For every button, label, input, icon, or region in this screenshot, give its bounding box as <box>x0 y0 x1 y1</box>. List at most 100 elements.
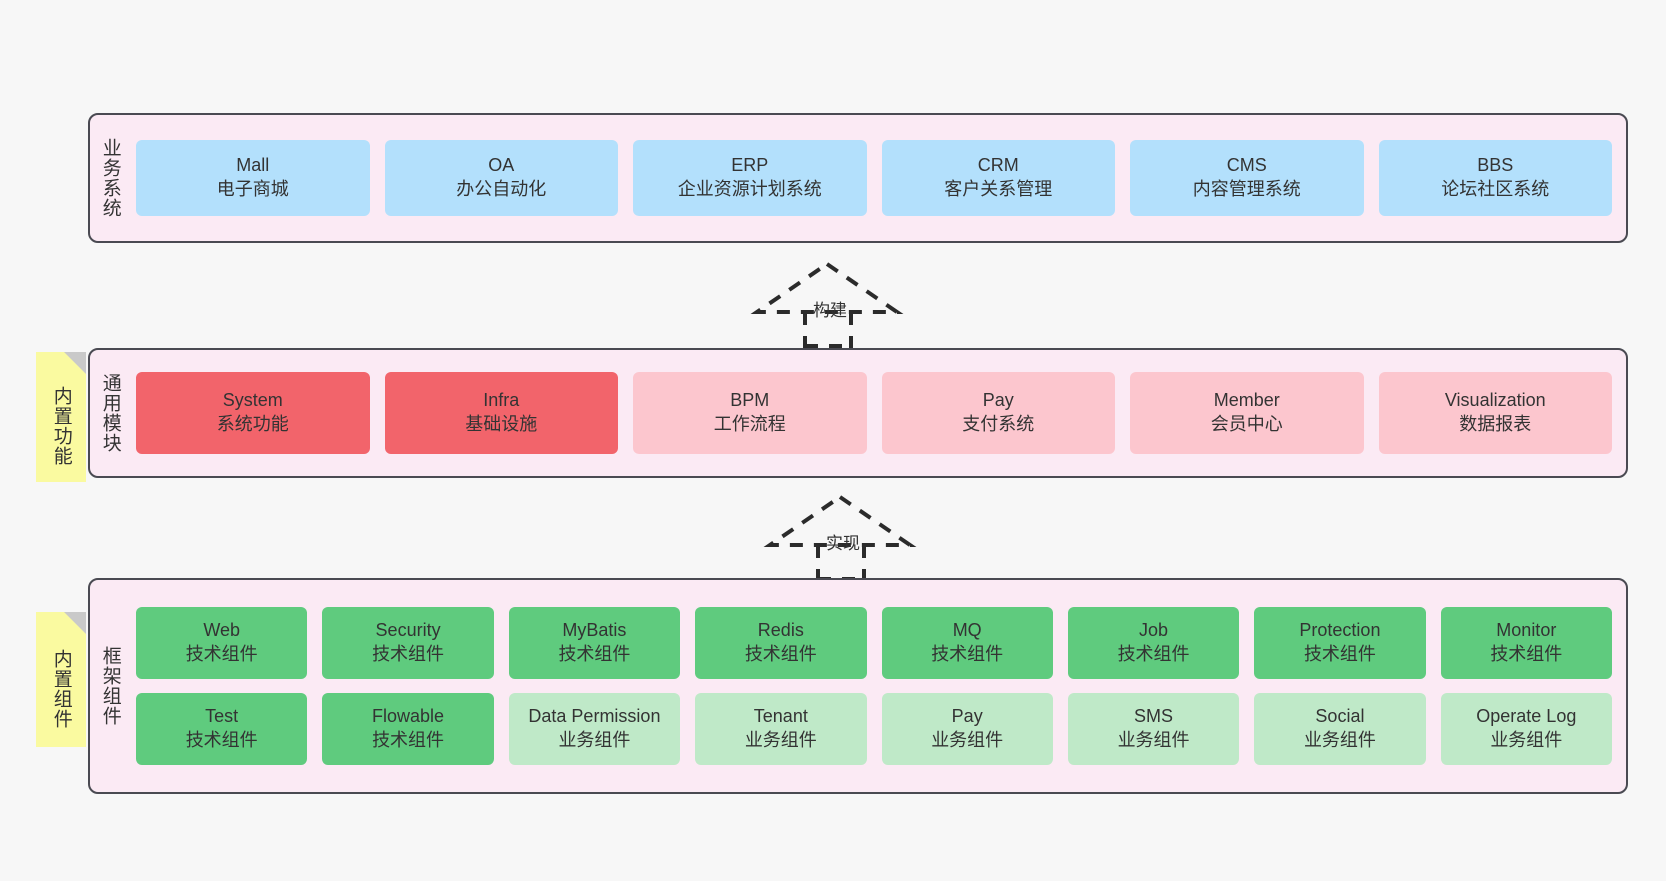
card-monitor[interactable]: Monitor 技术组件 <box>1440 607 1612 679</box>
layer-framework-components: 框架组件 Web 技术组件 Security 技术组件 MyBatis 技术组件… <box>88 578 1628 794</box>
layer-business-systems: 业务系统 Mall 电子商城 OA 办公自动化 ERP 企业资源计划系统 CRM… <box>88 113 1628 243</box>
card-crm[interactable]: CRM 客户关系管理 <box>881 140 1115 216</box>
card-title: MQ <box>952 620 982 641</box>
card-subtitle: 业务组件 <box>1117 730 1190 750</box>
framework-business-row: Test 技术组件 Flowable 技术组件 Data Permission … <box>136 693 1612 765</box>
card-title: BPM <box>730 390 770 411</box>
card-title: OA <box>488 155 515 176</box>
card-title: Visualization <box>1444 390 1546 411</box>
build-connector: 构建 <box>750 261 905 348</box>
card-data-permission[interactable]: Data Permission 业务组件 <box>508 693 681 765</box>
connector-label: 构建 <box>813 301 847 320</box>
card-mq[interactable]: MQ 技术组件 <box>881 607 1053 679</box>
card-visualization[interactable]: Visualization 数据报表 <box>1378 372 1612 454</box>
card-operate-log[interactable]: Operate Log 业务组件 <box>1440 693 1612 765</box>
layer-body-framework-components: Web 技术组件 Security 技术组件 MyBatis 技术组件 Redi… <box>130 580 1626 792</box>
card-title: Mall <box>236 155 270 176</box>
card-title: Protection <box>1299 620 1381 641</box>
card-subtitle: 技术组件 <box>372 644 445 664</box>
card-social[interactable]: Social 业务组件 <box>1254 693 1426 765</box>
card-title: BBS <box>1477 155 1514 176</box>
card-security[interactable]: Security 技术组件 <box>322 607 494 679</box>
card-subtitle: 支付系统 <box>962 414 1035 434</box>
card-mall[interactable]: Mall 电子商城 <box>136 140 370 216</box>
card-title: Redis <box>757 620 804 641</box>
card-title: MyBatis <box>562 620 627 641</box>
card-infra[interactable]: Infra 基础设施 <box>384 372 618 454</box>
card-sms[interactable]: SMS 业务组件 <box>1067 693 1240 765</box>
card-subtitle: 技术组件 <box>1490 644 1563 664</box>
card-subtitle: 技术组件 <box>558 644 631 664</box>
card-title: Data Permission <box>528 706 661 727</box>
folded-corner-icon <box>64 612 86 634</box>
card-title: Tenant <box>753 706 808 727</box>
layer-body-general-modules: System 系统功能 Infra 基础设施 BPM 工作流程 Pay 支付系统… <box>130 350 1626 476</box>
card-subtitle: 会员中心 <box>1210 414 1283 434</box>
card-mybatis[interactable]: MyBatis 技术组件 <box>508 607 681 679</box>
card-subtitle: 数据报表 <box>1459 414 1532 434</box>
card-subtitle: 工作流程 <box>713 414 786 434</box>
card-title: Pay <box>951 706 983 727</box>
card-title: Test <box>205 706 239 727</box>
card-title: CMS <box>1226 155 1267 176</box>
card-oa[interactable]: OA 办公自动化 <box>384 140 618 216</box>
card-subtitle: 客户关系管理 <box>944 179 1053 199</box>
card-title: Infra <box>483 390 520 411</box>
card-subtitle: 技术组件 <box>185 644 258 664</box>
card-subtitle: 技术组件 <box>1303 644 1376 664</box>
layer-label-general-modules: 通用模块 <box>99 373 121 453</box>
card-bbs[interactable]: BBS 论坛社区系统 <box>1378 140 1612 216</box>
layer-label-framework-components: 框架组件 <box>99 646 121 726</box>
card-title: Monitor <box>1496 620 1557 641</box>
card-title: Web <box>203 620 241 641</box>
card-subtitle: 业务组件 <box>558 730 631 750</box>
card-subtitle: 业务组件 <box>931 730 1004 750</box>
card-bpm[interactable]: BPM 工作流程 <box>633 372 867 454</box>
card-subtitle: 电子商城 <box>216 179 289 199</box>
card-subtitle: 技术组件 <box>185 730 258 750</box>
card-subtitle: 技术组件 <box>1117 644 1190 664</box>
layer-body-business-systems: Mall 电子商城 OA 办公自动化 ERP 企业资源计划系统 CRM 客户关系… <box>130 115 1626 241</box>
card-title: Member <box>1213 390 1280 411</box>
card-subtitle: 技术组件 <box>931 644 1004 664</box>
card-subtitle: 论坛社区系统 <box>1441 179 1550 199</box>
card-subtitle: 技术组件 <box>372 730 445 750</box>
sticky-note-builtin-features: 内置功能 <box>36 352 86 482</box>
card-flowable[interactable]: Flowable 技术组件 <box>322 693 494 765</box>
card-subtitle: 业务组件 <box>1490 730 1563 750</box>
card-title: ERP <box>731 155 769 176</box>
sticky-note-text: 内置组件 <box>50 648 72 729</box>
card-title: Security <box>375 620 441 641</box>
card-subtitle: 基础设施 <box>465 414 538 434</box>
card-subtitle: 内容管理系统 <box>1192 179 1301 199</box>
card-title: Flowable <box>372 706 445 727</box>
card-pay-component[interactable]: Pay 业务组件 <box>881 693 1053 765</box>
card-title: Operate Log <box>1476 706 1577 727</box>
layer-general-modules: 通用模块 System 系统功能 Infra 基础设施 BPM 工作流程 Pay… <box>88 348 1628 478</box>
card-tenant[interactable]: Tenant 业务组件 <box>695 693 867 765</box>
card-subtitle: 技术组件 <box>744 644 817 664</box>
card-subtitle: 企业资源计划系统 <box>677 179 822 199</box>
card-title: SMS <box>1134 706 1174 727</box>
framework-tech-row: Web 技术组件 Security 技术组件 MyBatis 技术组件 Redi… <box>136 607 1612 679</box>
card-title: Job <box>1139 620 1169 641</box>
card-system[interactable]: System 系统功能 <box>136 372 370 454</box>
sticky-note-builtin-components: 内置组件 <box>36 612 86 747</box>
card-erp[interactable]: ERP 企业资源计划系统 <box>633 140 867 216</box>
layer-label-business-systems: 业务系统 <box>99 138 121 218</box>
card-web[interactable]: Web 技术组件 <box>136 607 308 679</box>
card-subtitle: 办公自动化 <box>456 179 547 199</box>
dashed-generalization-arrow-up-icon <box>750 261 904 348</box>
card-title: Social <box>1315 706 1365 727</box>
card-test[interactable]: Test 技术组件 <box>136 693 308 765</box>
card-pay-module[interactable]: Pay 支付系统 <box>881 372 1115 454</box>
card-subtitle: 系统功能 <box>216 414 289 434</box>
card-cms[interactable]: CMS 内容管理系统 <box>1130 140 1364 216</box>
card-member[interactable]: Member 会员中心 <box>1130 372 1364 454</box>
card-redis[interactable]: Redis 技术组件 <box>695 607 867 679</box>
card-title: CRM <box>977 155 1019 176</box>
card-protection[interactable]: Protection 技术组件 <box>1254 607 1426 679</box>
card-job[interactable]: Job 技术组件 <box>1067 607 1240 679</box>
sticky-note-text: 内置功能 <box>50 386 72 466</box>
